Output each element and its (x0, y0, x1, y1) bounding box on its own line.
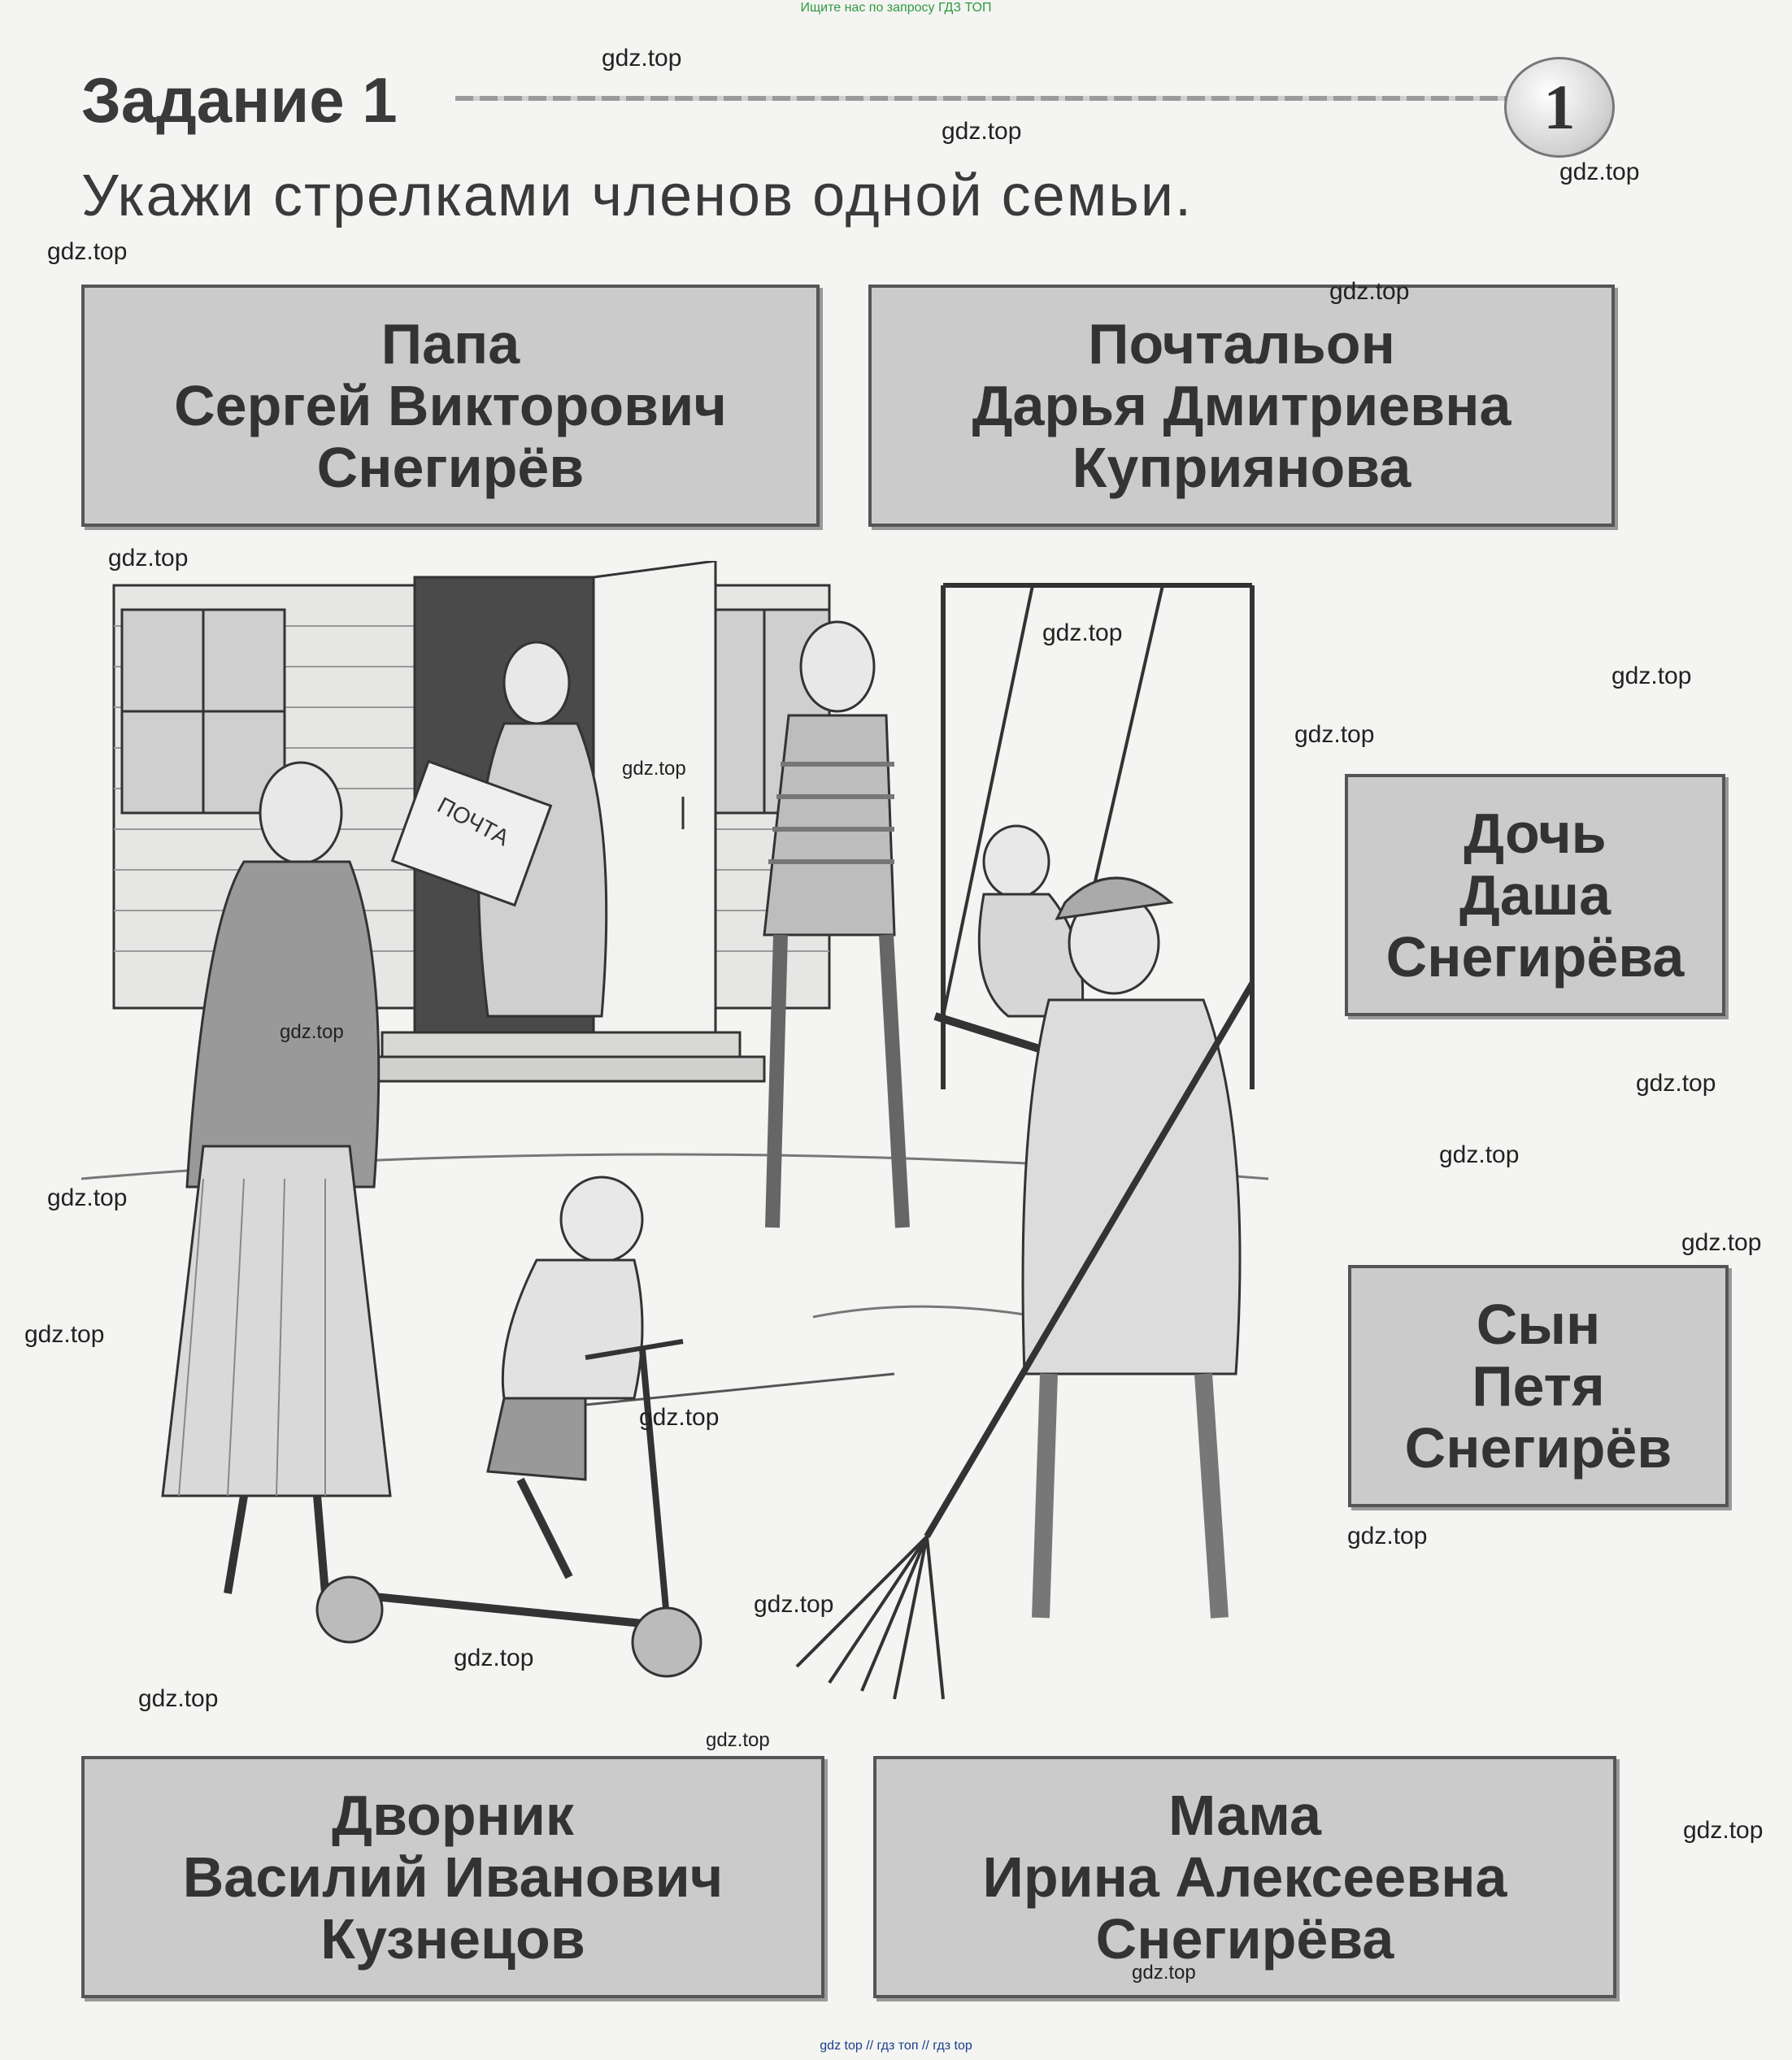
card-son[interactable]: Сын Петя Снегирёв (1348, 1265, 1729, 1507)
card-janitor[interactable]: Дворник Василий Иванович Кузнецов (81, 1756, 824, 1998)
watermark: gdz.top (1636, 1070, 1716, 1097)
top-banner: Ищите нас по запросу ГДЗ ТОП (800, 1, 992, 15)
watermark: gdz.top (1042, 619, 1123, 646)
card-papa-name: Сергей Викторович (174, 374, 727, 437)
card-papa[interactable]: Папа Сергей Викторович Снегирёв (81, 285, 820, 527)
watermark: gdz.top (280, 1021, 344, 1043)
title-divider (455, 96, 1512, 101)
watermark: gdz.top (1559, 159, 1640, 185)
watermark: gdz.top (639, 1404, 720, 1431)
card-daughter-role: Дочь (1464, 802, 1607, 865)
yard-scene-illustration: ПОЧТА (81, 561, 1269, 1700)
watermark: gdz.top (1329, 278, 1410, 305)
watermark: gdz.top (24, 1321, 105, 1348)
watermark: gdz.top (1681, 1229, 1762, 1256)
watermark: gdz.top (1439, 1141, 1520, 1168)
card-postman-role: Почтальон (1088, 312, 1395, 376)
page-number-badge: 1 (1504, 57, 1615, 158)
watermark: gdz.top (1132, 1962, 1196, 1984)
task-instruction: Укажи стрелками членов одной семьи. (81, 163, 1193, 228)
watermark: gdz.top (138, 1685, 219, 1712)
watermark: gdz.top (1683, 1817, 1764, 1844)
card-mama[interactable]: Мама Ирина Алексеевна Снегирёва (873, 1756, 1616, 1998)
card-postman-surname: Куприянова (1072, 436, 1411, 499)
card-mama-role: Мама (1168, 1784, 1321, 1847)
card-son-name: Петя (1472, 1354, 1605, 1418)
card-papa-surname: Снегирёв (316, 436, 585, 499)
card-janitor-name: Василий Иванович (182, 1845, 724, 1909)
task-title: Задание 1 (81, 64, 398, 136)
watermark: gdz.top (622, 758, 686, 780)
watermark: gdz.top (454, 1645, 534, 1671)
watermark: gdz.top (1294, 721, 1375, 748)
card-daughter-name: Даша (1459, 863, 1611, 927)
watermark: gdz.top (602, 45, 682, 72)
card-mama-surname: Снегирёва (1095, 1907, 1394, 1971)
card-postman[interactable]: Почтальон Дарья Дмитриевна Куприянова (868, 285, 1615, 527)
card-daughter-surname: Снегирёва (1385, 925, 1685, 989)
card-son-role: Сын (1476, 1293, 1601, 1356)
card-postman-name: Дарья Дмитриевна (972, 374, 1511, 437)
watermark: gdz.top (754, 1591, 834, 1618)
bottom-banner: gdz top // гдз топ // гдз top (820, 2039, 972, 2053)
watermark: gdz.top (1611, 663, 1692, 689)
watermark: gdz.top (47, 238, 128, 265)
watermark: gdz.top (1347, 1523, 1428, 1549)
card-papa-role: Папа (381, 312, 520, 376)
watermark: gdz.top (47, 1184, 128, 1211)
card-janitor-role: Дворник (332, 1784, 574, 1847)
card-son-surname: Снегирёв (1404, 1416, 1672, 1480)
card-janitor-surname: Кузнецов (320, 1907, 585, 1971)
watermark: gdz.top (108, 545, 189, 571)
watermark: gdz.top (706, 1729, 770, 1751)
watermark: gdz.top (942, 118, 1022, 145)
card-mama-name: Ирина Алексеевна (982, 1845, 1507, 1909)
card-daughter[interactable]: Дочь Даша Снегирёва (1345, 774, 1725, 1016)
